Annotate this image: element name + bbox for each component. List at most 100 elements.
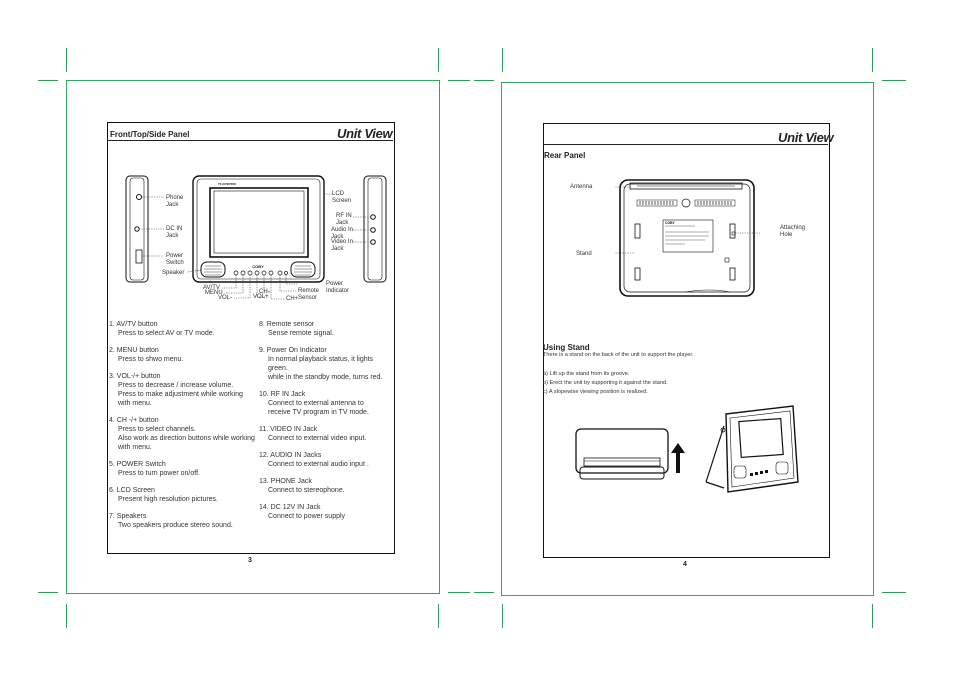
page-3-number: 3 <box>248 557 252 564</box>
rear-label-sticker <box>662 219 714 253</box>
remote-sensor-label: Remote Sensor <box>298 288 320 301</box>
crop-mark <box>872 48 873 72</box>
feature-item-title: 11. VIDEO IN Jack <box>259 426 318 433</box>
page-3-frame <box>107 122 395 554</box>
up-arrow-icon <box>671 443 685 473</box>
crop-mark <box>66 48 67 72</box>
ch-minus-label: CH- <box>259 289 270 295</box>
feature-item-desc: Press to decrease / increase volume. Pre… <box>118 382 243 407</box>
feature-item-desc: Connect to power supply <box>268 513 346 520</box>
speaker-right <box>290 261 316 278</box>
dc-in-jack-label: DC IN Jack <box>166 226 183 239</box>
device-model-label: TF-DVD7008 <box>218 182 236 186</box>
feature-item-title: 10. RF IN Jack <box>259 391 306 398</box>
antenna-label: Antenna <box>570 184 593 190</box>
video-in-jack-label: Video In Jack <box>331 239 353 252</box>
feature-item-desc: Sense remote signal. <box>268 330 334 337</box>
remote-sensor <box>277 270 283 276</box>
feature-item-title: 12. AUDIO IN Jacks <box>259 452 322 459</box>
feature-item-title: 9. Power On Indicator <box>259 347 327 354</box>
lcd-screen <box>209 187 309 258</box>
page-3-title: Unit View <box>337 126 393 141</box>
rf-in-jack-icon <box>370 214 376 220</box>
crop-mark <box>872 604 873 628</box>
crop-mark <box>502 604 503 628</box>
vol-minus-label: VOL- <box>218 295 233 301</box>
feature-item-desc: Press to select channels. Also work as d… <box>118 426 255 451</box>
vol-plus-button <box>254 270 260 276</box>
rear-sticker-brand: COBY <box>665 221 676 225</box>
page-4-heading: Rear Panel <box>544 151 586 160</box>
video-in-jack-icon <box>370 239 376 245</box>
antenna <box>629 182 743 190</box>
crop-mark <box>882 80 906 81</box>
power-indicator-label: Power Indicator <box>326 281 350 294</box>
feature-item-title: 8. Remote sensor <box>259 321 315 328</box>
page-4-title: Unit View <box>778 130 834 145</box>
rf-in-jack-label: RF IN Jack <box>336 213 352 226</box>
feature-item-title: 4. CH -/+ button <box>109 417 159 424</box>
av-tv-label: AV/TV <box>203 285 220 291</box>
feature-item-title: 13. PHONE Jack <box>259 478 312 485</box>
page-4-sheet <box>501 82 874 596</box>
rear-screw-icon <box>681 198 691 208</box>
crop-mark <box>438 604 439 628</box>
stand-foot-right <box>729 223 736 239</box>
crop-mark <box>448 592 470 593</box>
feature-item-desc: In normal playback status, it lights gre… <box>268 356 383 381</box>
feature-item-title: 1. AV/TV button <box>109 321 158 328</box>
page-4-title-rule <box>544 144 828 145</box>
dc-in-jack-icon <box>134 226 140 232</box>
crop-mark <box>882 592 906 593</box>
page-3-sheet <box>66 80 440 594</box>
attaching-hole <box>731 231 736 236</box>
feature-item-desc: Two speakers produce stereo sound. <box>118 522 233 529</box>
menu-label: MENU <box>205 290 223 296</box>
feature-item-title: 14. DC 12V IN Jack <box>259 504 321 511</box>
using-stand-heading: Using Stand <box>543 343 590 352</box>
power-switch-icon <box>135 249 143 264</box>
front-panel-illustration: COBY TF-DVD7008 <box>125 175 387 300</box>
feature-item-desc: Press to turn power on/off. <box>118 470 200 477</box>
crop-mark <box>38 80 58 81</box>
speaker-left <box>200 261 226 278</box>
ch-plus-button <box>268 270 274 276</box>
rear-panel-illustration: COBY <box>615 179 760 297</box>
speaker-label: Speaker <box>162 270 185 276</box>
stand-side-illustration <box>575 428 669 480</box>
power-switch-label: Power Switch <box>166 253 184 266</box>
crop-mark <box>502 48 503 72</box>
device-brand-label: COBY <box>252 264 264 269</box>
feature-item-title: 2. MENU button <box>109 347 159 354</box>
audio-in-jack-icon <box>370 227 376 233</box>
main-unit-body <box>192 175 325 283</box>
phone-jack-label: Phone Jack <box>166 195 184 208</box>
crop-mark <box>474 80 494 81</box>
feature-item-desc: Press to shwo menu. <box>118 356 184 363</box>
using-stand-steps: a) Lift up the stand from its groove.b) … <box>543 370 668 398</box>
feature-item-desc: Connect to external antenna to receive T… <box>268 400 369 416</box>
crop-mark <box>66 604 67 628</box>
phone-jack-icon <box>136 194 142 200</box>
page-4-frame <box>543 123 830 558</box>
vol-minus-button <box>247 270 253 276</box>
stand-foot-left <box>634 223 641 239</box>
menu-button <box>240 270 246 276</box>
crop-mark <box>438 48 439 72</box>
page-3-title-rule <box>108 140 393 141</box>
feature-item-desc: Connect to external audio input . <box>268 461 369 468</box>
feature-item-title: 3. VOL-/+ button <box>109 373 161 380</box>
crop-mark <box>38 592 58 593</box>
